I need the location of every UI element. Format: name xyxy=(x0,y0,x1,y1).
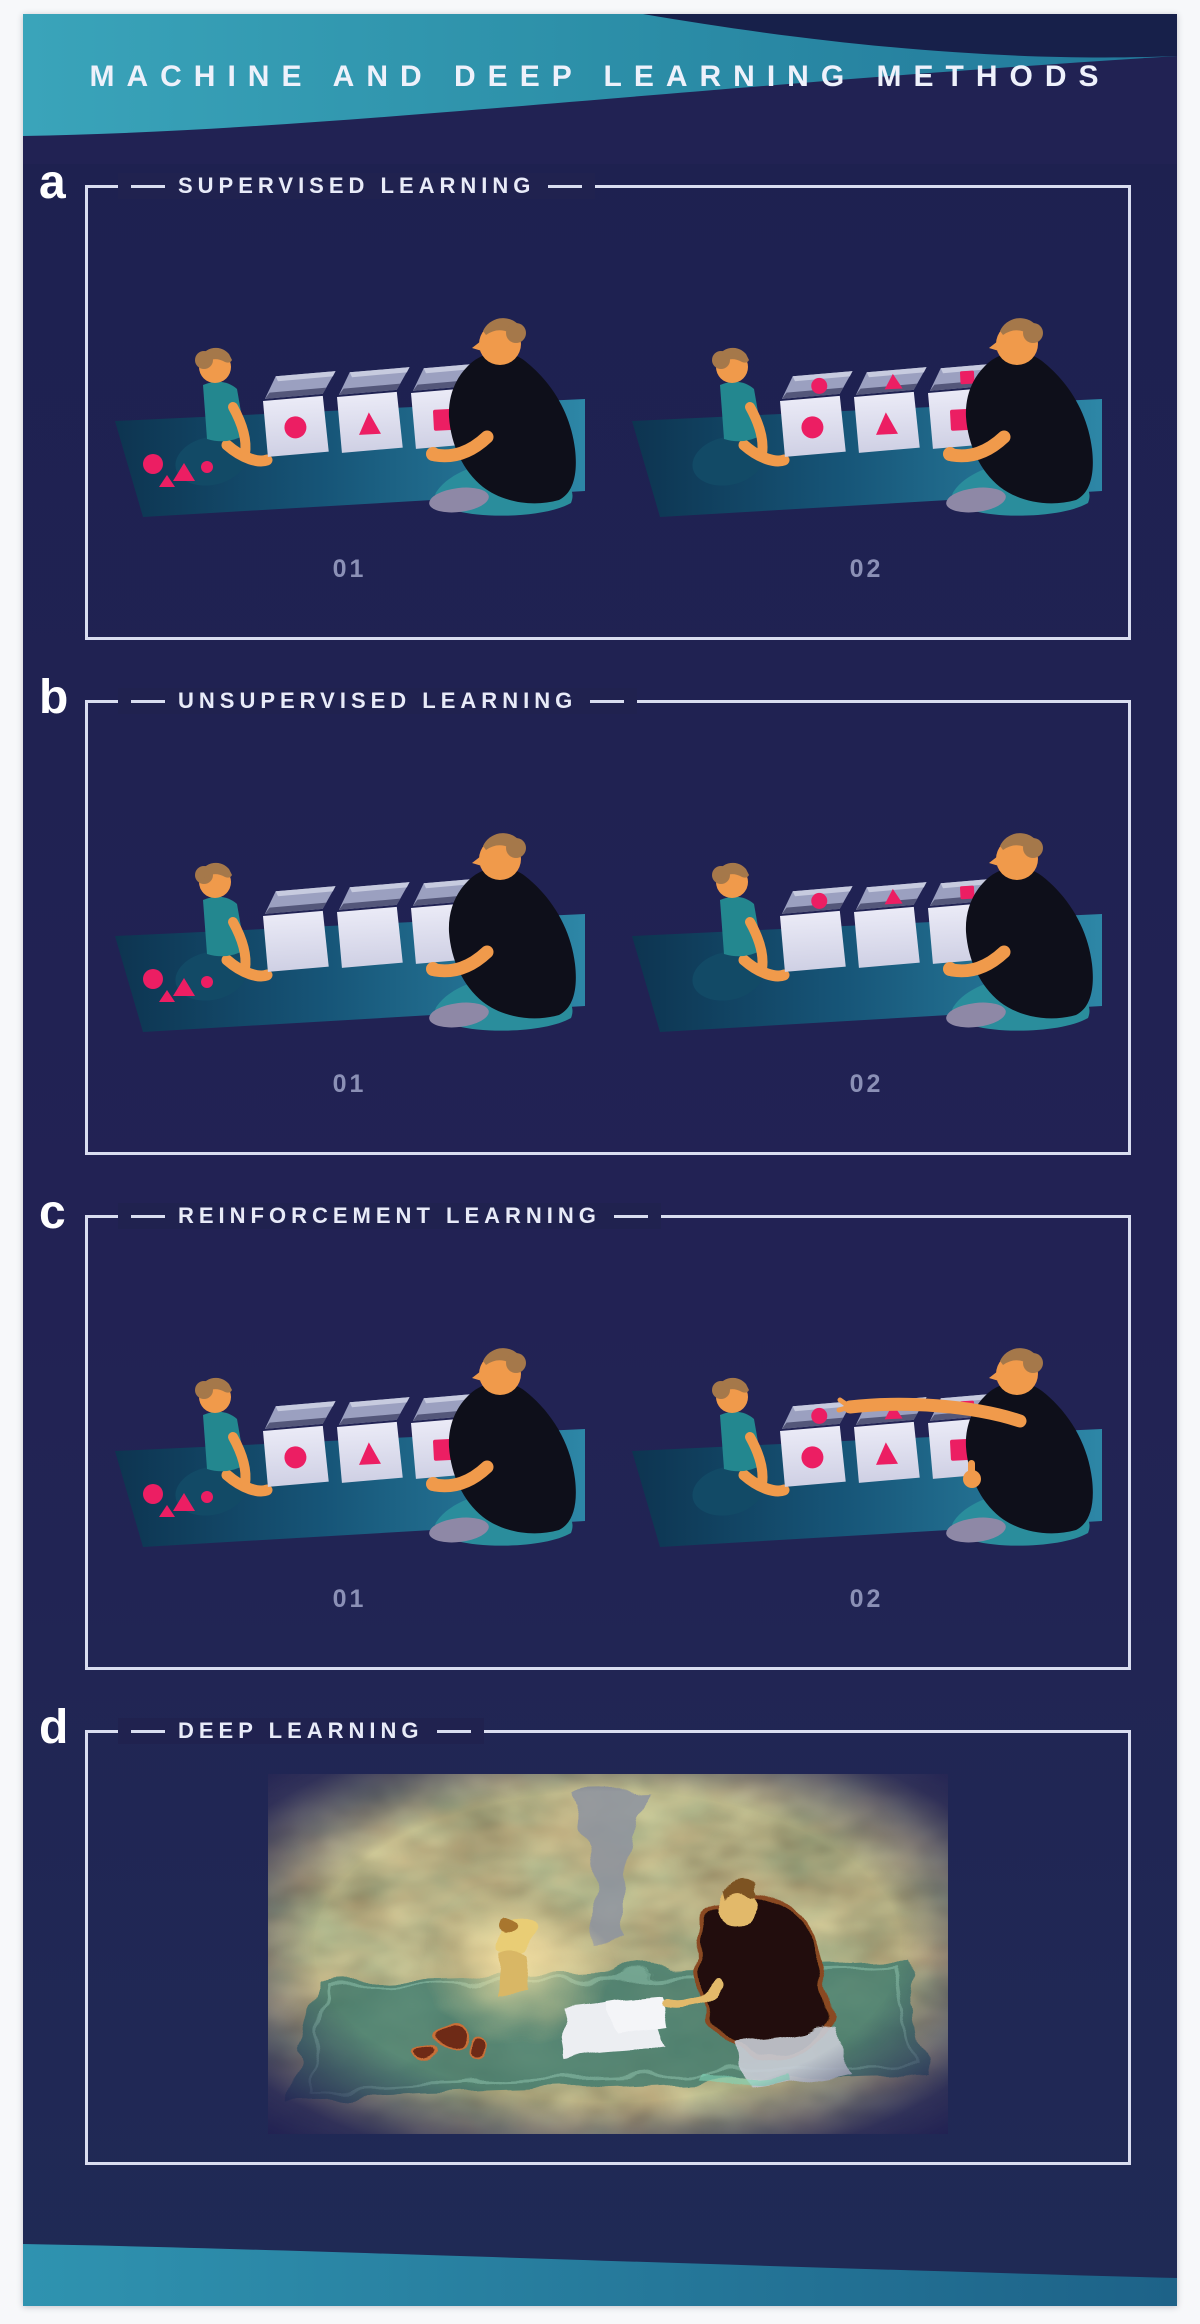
box-circle xyxy=(262,1401,336,1487)
panel-title-text: REINFORCEMENT LEARNING xyxy=(178,1203,601,1228)
baby-figure xyxy=(691,347,789,486)
scene-illustration xyxy=(114,318,585,517)
panel-letter: b xyxy=(39,671,69,724)
sorting-boxes xyxy=(779,363,1001,457)
thumbs-up-hand xyxy=(962,1460,981,1488)
footer-band xyxy=(23,2196,1177,2306)
man-figure xyxy=(425,833,576,1031)
baby-figure xyxy=(174,1377,272,1516)
scene-illustration xyxy=(631,833,1102,1032)
box-triangle xyxy=(853,882,927,968)
toy-shapes xyxy=(142,454,213,487)
box-circle xyxy=(779,886,853,972)
panels-container: a SUPERVISED LEARNING xyxy=(23,132,1177,2165)
panel-letter: c xyxy=(39,1186,66,1239)
scene-number-label: 02 xyxy=(849,1585,884,1613)
man-arm xyxy=(942,430,1010,463)
scene-b-01: 01 xyxy=(91,706,608,1149)
scene-c-01: 01 xyxy=(91,1221,608,1664)
man-figure xyxy=(942,318,1093,516)
deep-dream-scene xyxy=(268,1774,948,2134)
panel-title-text: UNSUPERVISED LEARNING xyxy=(178,688,578,713)
panel-b: b UNSUPERVISED LEARNING xyxy=(39,674,1131,1155)
panel-scenes: 01 xyxy=(91,191,1125,634)
baby-figure xyxy=(174,347,272,486)
panel-letter: d xyxy=(39,1701,69,1754)
panel-box: REINFORCEMENT LEARNING xyxy=(85,1203,1131,1670)
toy-shapes xyxy=(142,969,213,1002)
man-figure xyxy=(942,833,1093,1031)
box-triangle xyxy=(336,367,410,453)
panel-title-text: SUPERVISED LEARNING xyxy=(178,173,536,198)
panel-scenes xyxy=(91,1736,1125,2159)
box-triangle xyxy=(853,367,927,453)
baby-figure xyxy=(174,862,272,1001)
scene-c-02: 02 xyxy=(608,1221,1125,1664)
panel-a: a SUPERVISED LEARNING xyxy=(39,159,1131,640)
scene-number-label: 01 xyxy=(332,1070,367,1098)
scene-a-02: 02 xyxy=(608,191,1125,634)
man-arm xyxy=(425,1460,493,1493)
box-triangle xyxy=(336,882,410,968)
man-figure xyxy=(425,1348,576,1546)
man-arm xyxy=(425,430,493,463)
infographic-card: MACHINE AND DEEP LEARNING METHODS a SUPE… xyxy=(23,14,1177,2306)
man-arm xyxy=(425,945,493,978)
panel-scenes: 01 xyxy=(91,706,1125,1149)
panel-letter: a xyxy=(39,156,66,209)
baby-figure xyxy=(691,862,789,1001)
panel-c: c REINFORCEMENT LEARNING xyxy=(39,1189,1131,1670)
man-arm xyxy=(942,945,1010,978)
sorting-boxes xyxy=(779,878,1001,972)
deep-dream-illustration xyxy=(268,1774,948,2139)
panel-scenes: 01 xyxy=(91,1221,1125,1664)
footer-teal-sweep xyxy=(23,2244,1177,2306)
scene-illustration xyxy=(631,318,1102,517)
panel-box: SUPERVISED LEARNING xyxy=(85,173,1131,640)
page-title: MACHINE AND DEEP LEARNING METHODS xyxy=(89,60,1111,93)
scene-number-label: 01 xyxy=(332,1585,367,1613)
scene-number-label: 02 xyxy=(849,1070,884,1098)
panel-d: d DEEP LEARNING xyxy=(39,1704,1131,2165)
scene-number-label: 02 xyxy=(849,555,884,583)
panel-box: DEEP LEARNING xyxy=(85,1718,1131,2165)
panel-box: UNSUPERVISED LEARNING xyxy=(85,688,1131,1155)
box-circle xyxy=(779,1401,853,1487)
panel-title: REINFORCEMENT LEARNING xyxy=(118,1203,661,1229)
sorting-boxes xyxy=(262,1393,484,1487)
panel-title: UNSUPERVISED LEARNING xyxy=(118,688,638,714)
panel-title: DEEP LEARNING xyxy=(118,1718,484,1744)
scene-illustration xyxy=(114,833,585,1032)
sorting-boxes xyxy=(262,878,484,972)
scene-number-label: 01 xyxy=(332,555,367,583)
scene-illustration xyxy=(114,1348,585,1547)
panel-title: SUPERVISED LEARNING xyxy=(118,173,596,199)
man-reach-arm xyxy=(836,1397,1026,1428)
scene-b-02: 02 xyxy=(608,706,1125,1149)
toy-shapes xyxy=(142,1484,213,1517)
header-band: MACHINE AND DEEP LEARNING METHODS xyxy=(23,14,1177,164)
box-circle xyxy=(262,371,336,457)
header-teal-sweep xyxy=(23,14,1177,164)
box-circle xyxy=(779,371,853,457)
scene-a-01: 01 xyxy=(91,191,608,634)
baby-figure xyxy=(691,1377,789,1516)
panel-title-text: DEEP LEARNING xyxy=(178,1718,424,1743)
deep-image-wrap xyxy=(94,1739,1122,2156)
box-triangle xyxy=(336,1397,410,1483)
man-figure xyxy=(425,318,576,516)
box-circle xyxy=(262,886,336,972)
scene-illustration xyxy=(631,1348,1102,1547)
man-figure xyxy=(836,1348,1093,1546)
